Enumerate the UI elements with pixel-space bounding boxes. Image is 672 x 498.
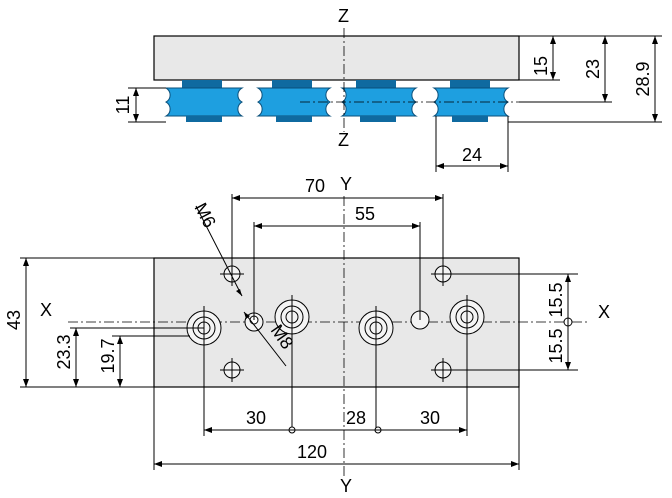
dim-15-5-upper: 15.5 xyxy=(546,282,566,317)
dim-30-right: 30 xyxy=(420,408,440,428)
dim-70: 70 xyxy=(305,176,325,196)
roller-3 xyxy=(340,80,418,122)
axis-x-right: X xyxy=(598,302,610,322)
dim-15: 15 xyxy=(531,56,551,76)
dim-28-9: 28.9 xyxy=(633,61,653,96)
dim-23-3: 23.3 xyxy=(54,334,74,369)
m6-leader xyxy=(195,205,243,297)
dim-30-left: 30 xyxy=(246,408,266,428)
dim-120: 120 xyxy=(297,442,327,462)
roller-4 xyxy=(432,80,510,122)
dim-23: 23 xyxy=(583,59,603,79)
side-view: Z Z 15 23 28.9 11 24 xyxy=(113,6,662,172)
axis-z-top: Z xyxy=(338,6,349,26)
label-m6: M6 xyxy=(190,199,219,230)
axis-z-bottom: Z xyxy=(338,130,349,150)
dim-19-7: 19.7 xyxy=(98,338,118,373)
dim-11: 11 xyxy=(113,96,133,115)
axis-y-bottom: Y xyxy=(340,476,352,496)
roller-2 xyxy=(256,80,332,122)
plan-view: Y Y X X xyxy=(4,174,610,496)
axis-y-mid: Y xyxy=(340,174,352,194)
axis-x-left: X xyxy=(40,300,52,320)
dim-43: 43 xyxy=(4,310,24,330)
side-view-block xyxy=(153,35,520,81)
dim-28: 28 xyxy=(346,408,366,428)
dim-15-5-lower: 15.5 xyxy=(546,328,566,363)
m8-leader xyxy=(243,311,287,367)
side-view-rollers xyxy=(164,80,510,122)
roller-1 xyxy=(164,80,244,122)
dim-24: 24 xyxy=(462,145,482,165)
dim-55: 55 xyxy=(355,204,375,224)
